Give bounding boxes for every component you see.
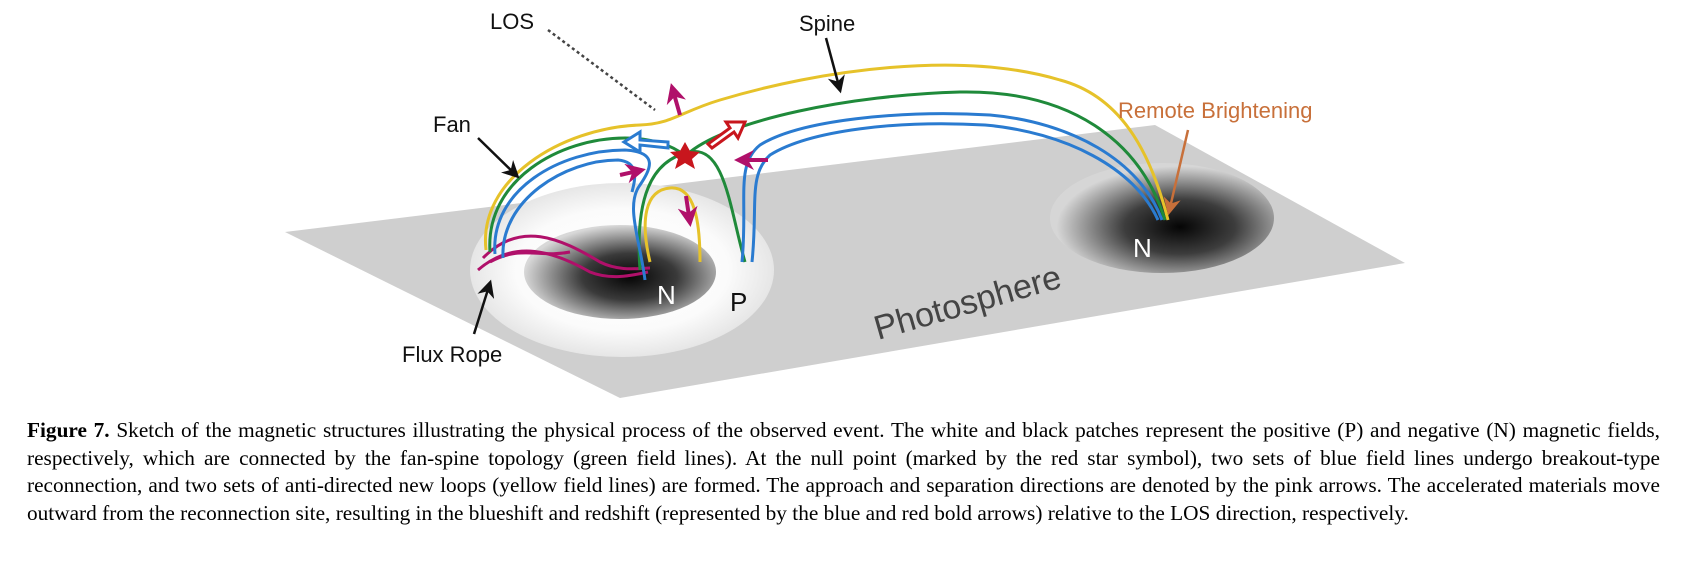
magnetic-structure-sketch: Photosphere LOS Sp (285, 9, 1405, 398)
yellow-field-lines (484, 63, 1170, 263)
caption-text: Sketch of the magnetic structures illust… (27, 418, 1660, 525)
redshift-arrow (705, 120, 748, 150)
flux-rope-label: Flux Rope (402, 342, 502, 367)
null-point-star (670, 142, 700, 169)
flux-rope-pointer-arrow (472, 279, 495, 335)
spine-label: Spine (799, 11, 855, 36)
figure-caption: Figure 7. Sketch of the magnetic structu… (27, 417, 1660, 527)
p-label: P (730, 287, 747, 317)
remote-brightening-label: Remote Brightening (1118, 98, 1312, 123)
flux-rope (477, 234, 651, 279)
pink-arrow-down (677, 195, 698, 227)
los-line (547, 28, 656, 112)
n-label-right: N (1133, 233, 1152, 263)
los-label: LOS (490, 9, 534, 34)
pink-arrow-right (619, 163, 646, 184)
pink-arrow-up (666, 83, 687, 116)
spine-pointer-arrow (824, 37, 845, 94)
fan-pointer-arrow (477, 137, 520, 179)
remote-brightening-pointer-arrow (1163, 129, 1190, 216)
pink-arrows (619, 83, 768, 227)
fan-label: Fan (433, 112, 471, 137)
figure-number: Figure 7. (27, 418, 110, 442)
n-label-left: N (657, 280, 676, 310)
blueshift-arrow (621, 129, 670, 155)
